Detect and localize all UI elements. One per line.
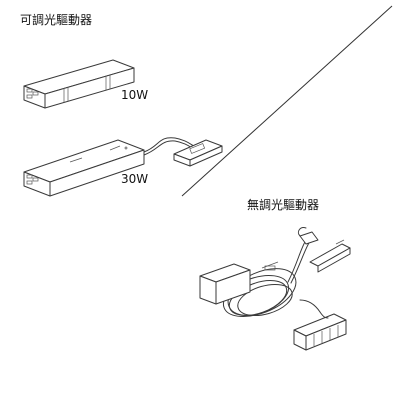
diagonal-divider [181, 5, 393, 197]
output-connector-drawing [293, 311, 347, 351]
driver-30w-label: 30W [121, 172, 149, 186]
driver-30w-drawing [23, 137, 223, 197]
non-dimmable-driver-heading: 無調光驅動器 [247, 198, 320, 212]
dimmable-driver-heading: 可調光驅動器 [20, 13, 93, 27]
driver-10w-drawing [23, 59, 135, 109]
mains-plug-drawing [297, 227, 351, 273]
driver-10w-label: 10W [121, 88, 149, 102]
non-dimmable-driver-drawing [199, 227, 351, 351]
